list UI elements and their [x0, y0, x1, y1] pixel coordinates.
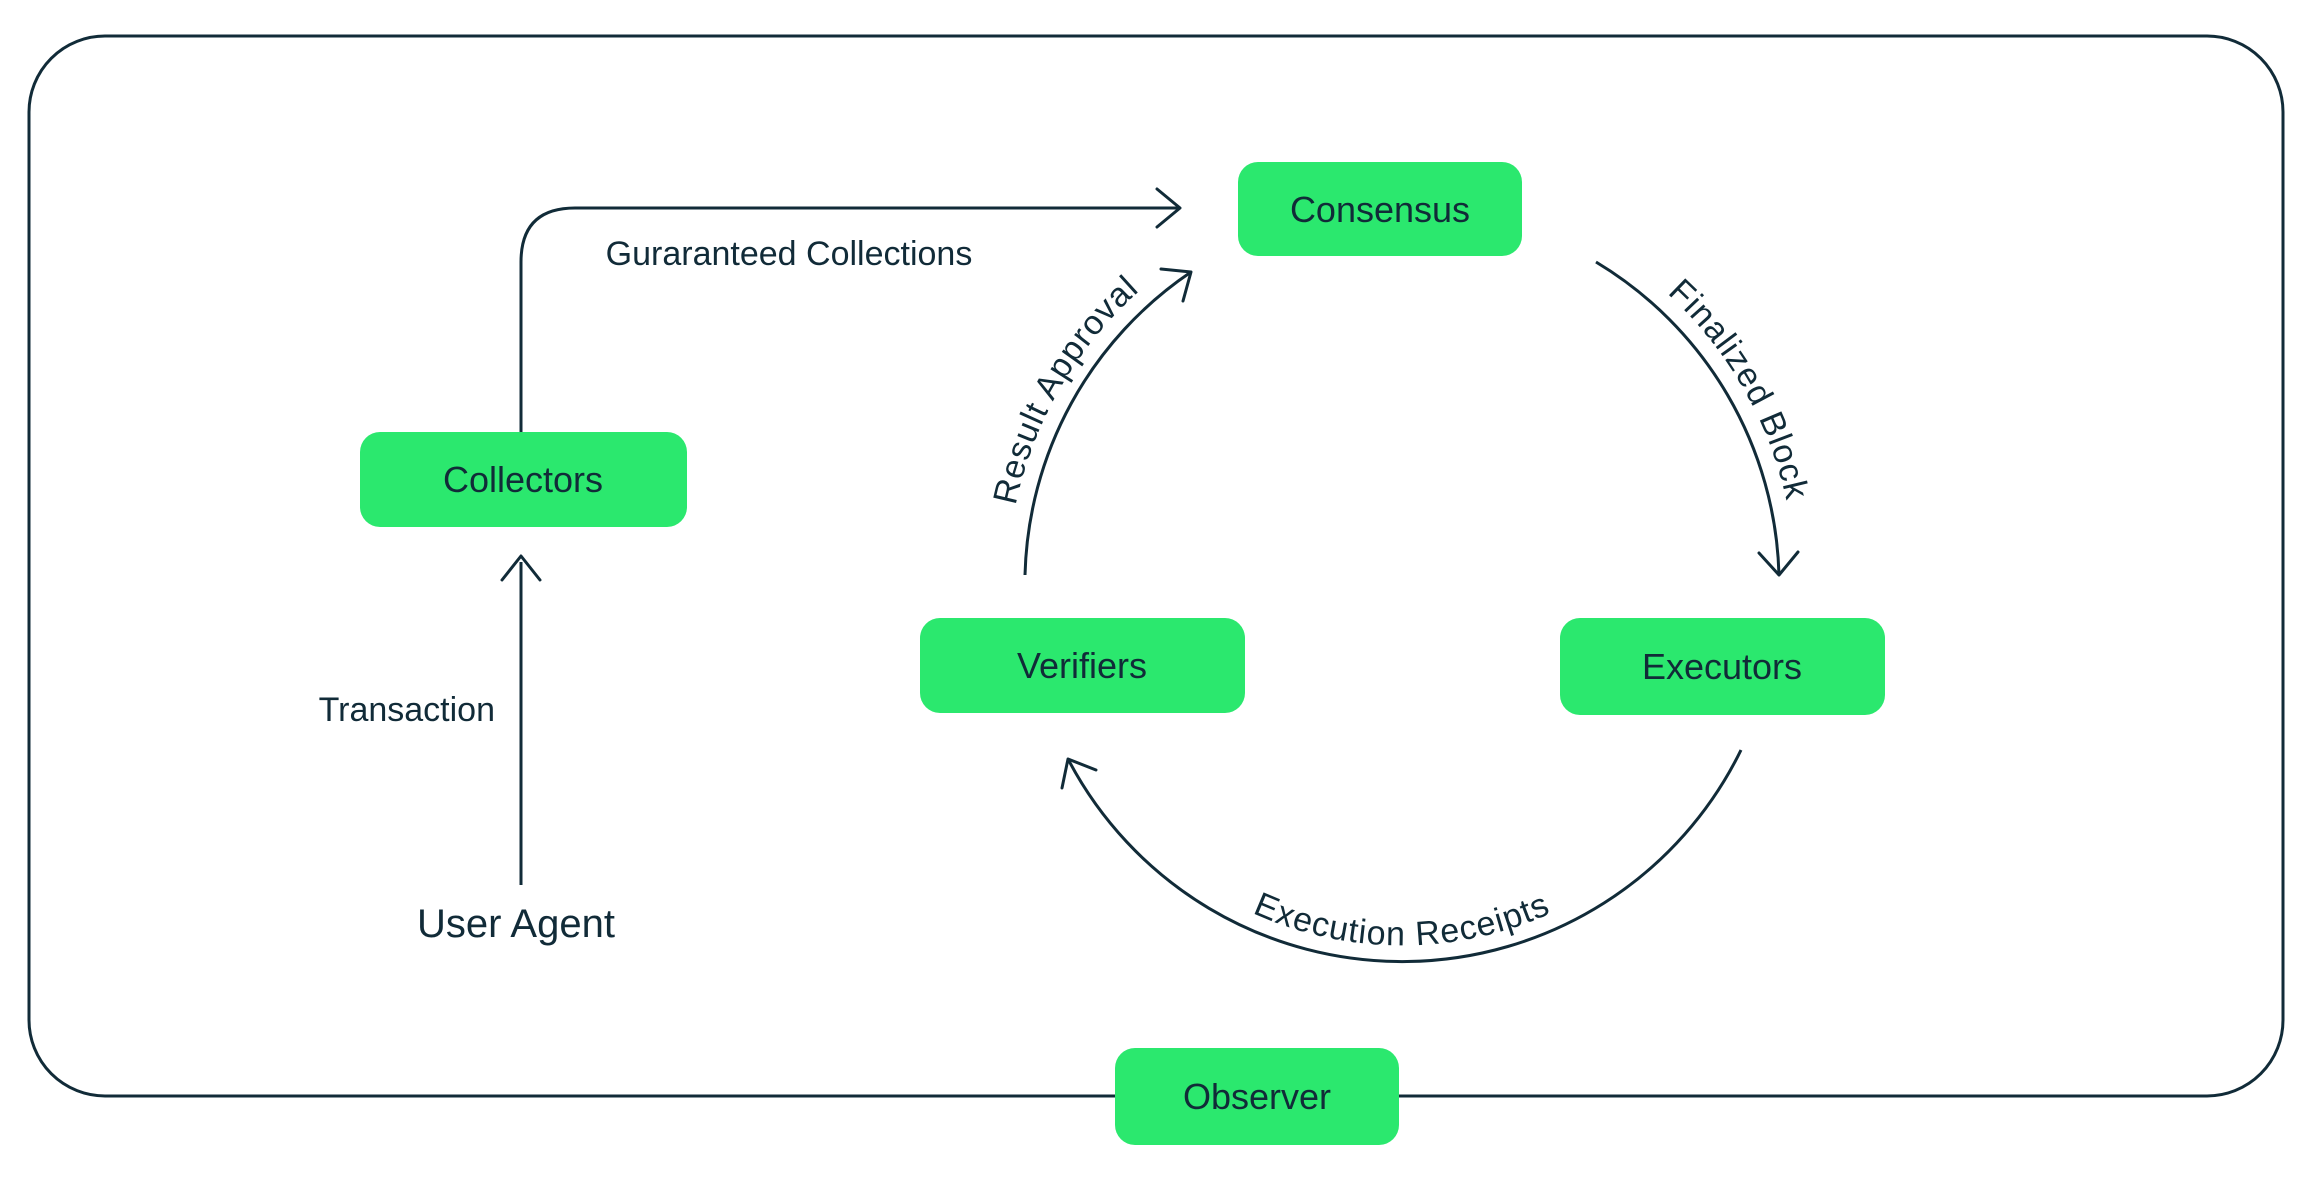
- edge-execution-receipts: [1060, 749, 1743, 964]
- edge-result-approval: [1023, 267, 1193, 576]
- execution-receipts-label: Execution Receipts: [1249, 885, 1555, 953]
- node-executors: Executors: [1560, 618, 1885, 715]
- edge-transaction: [500, 554, 542, 885]
- arrowhead-upright-icon: [1159, 267, 1193, 303]
- user-agent-label: User Agent: [417, 902, 615, 946]
- node-observer: Observer: [1115, 1048, 1399, 1145]
- collectors-box: [360, 432, 687, 527]
- node-consensus: Consensus: [1238, 162, 1522, 256]
- observer-label: Observer: [1183, 1076, 1331, 1117]
- node-verifiers: Verifiers: [920, 618, 1245, 713]
- guaranteed-collections-line: [519, 206, 1180, 432]
- executors-box: [1560, 618, 1885, 715]
- consensus-box: [1238, 162, 1522, 256]
- result-approval-label: Result Approval: [986, 268, 1145, 508]
- node-collectors: Collectors: [360, 432, 687, 527]
- result-approval-arc: [1023, 270, 1192, 576]
- consensus-label: Consensus: [1290, 189, 1470, 230]
- verifiers-box: [920, 618, 1245, 713]
- outer-border: [27, 34, 2285, 1098]
- finalized-block-label: Finalized Block: [1661, 272, 1815, 504]
- observer-box: [1115, 1048, 1399, 1145]
- executors-label: Executors: [1642, 646, 1802, 687]
- arrowhead-right-icon: [1155, 187, 1182, 229]
- execution-receipts-arc: [1066, 749, 1743, 964]
- arrowhead-down-icon: [1757, 550, 1800, 577]
- edge-guaranteed-collections: [519, 187, 1182, 432]
- guaranteed-collections-label: Guraranteed Collections: [606, 235, 973, 273]
- finalized-block-arc: [1595, 260, 1781, 576]
- arrowhead-upleft-icon: [1060, 757, 1098, 790]
- edge-finalized-block: [1595, 260, 1800, 577]
- collectors-label: Collectors: [443, 459, 603, 500]
- verifiers-label: Verifiers: [1017, 645, 1147, 686]
- transaction-label: Transaction: [319, 691, 495, 729]
- arrowhead-up-icon: [500, 554, 542, 582]
